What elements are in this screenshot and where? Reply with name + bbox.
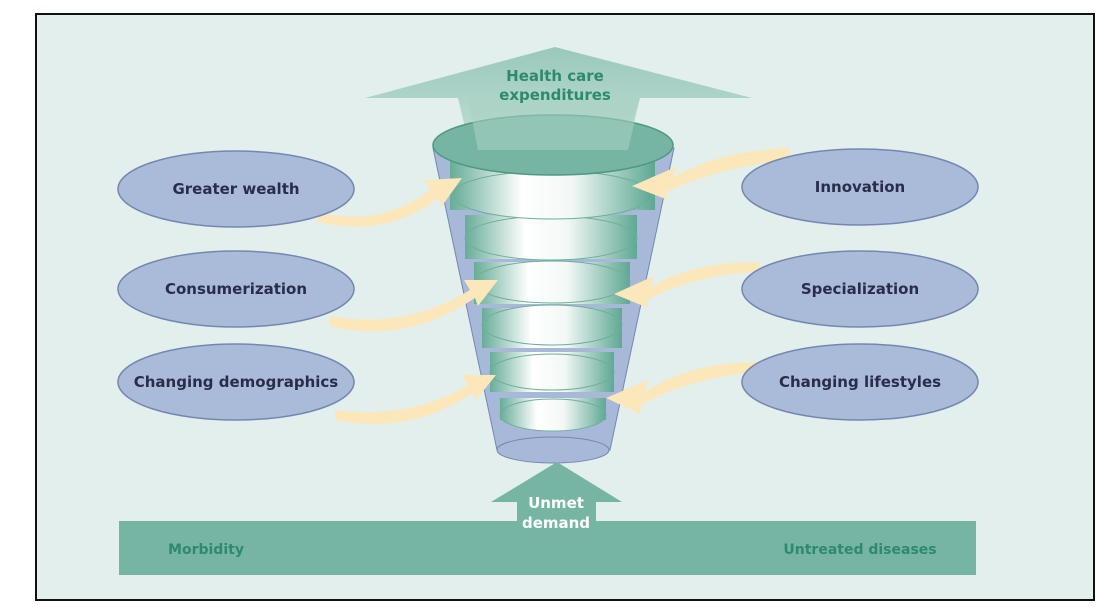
oval-changing-demographics — [117, 343, 355, 421]
oval-specialization — [741, 250, 979, 328]
left-driver-1: Greater wealth — [172, 180, 299, 198]
base-label-morbidity: Morbidity — [168, 542, 244, 558]
left-driver-2: Consumerization — [165, 280, 307, 298]
unmet-demand-line2: demand — [522, 514, 590, 532]
unmet-demand-line1: Unmet — [528, 494, 584, 512]
right-driver-3: Changing lifestyles — [779, 373, 941, 391]
left-driver-3: Changing demographics — [134, 373, 339, 391]
top-expenditures-arrow — [365, 47, 752, 140]
oval-innovation — [741, 148, 979, 226]
oval-greater-wealth — [117, 150, 355, 228]
funnel-rings — [450, 150, 655, 432]
right-driver-1: Innovation — [815, 178, 905, 196]
left-cream-arrows — [318, 178, 498, 424]
unmet-demand-arrow — [491, 462, 622, 530]
top-arrow-label-line1: Health care — [506, 67, 604, 85]
top-arrow-label-line2: expenditures — [499, 86, 611, 104]
right-cream-arrows — [606, 148, 790, 414]
oval-consumerization — [117, 250, 355, 328]
right-driver-2: Specialization — [801, 280, 919, 298]
base-label-untreated: Untreated diseases — [783, 542, 936, 558]
oval-changing-lifestyles — [741, 343, 979, 421]
top-arrow-stem — [468, 98, 640, 150]
funnel-bottom — [496, 436, 610, 464]
